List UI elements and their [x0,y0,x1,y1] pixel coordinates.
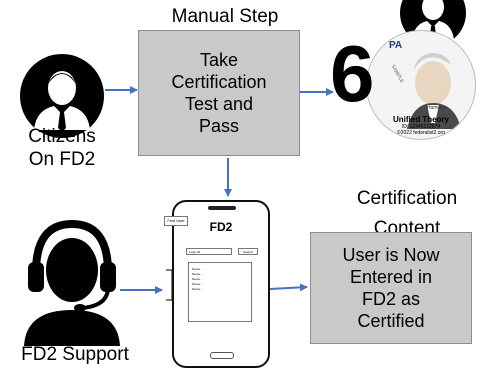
badge-brand: Unified Theory [392,115,449,124]
support-label: FD2 Support [21,344,129,365]
step-line-3: Test and [184,94,254,114]
certification-badge: PA SAMPLE Hamilton Unified Theory ID: 12… [366,30,476,140]
result-line-2: Entered in [349,267,433,287]
phone-search-label: Search [243,250,253,254]
support-headset-icon [24,219,120,346]
arrow-app-to-result [269,283,308,292]
citizens-label: Citizens [28,126,96,147]
find-user-tab[interactable]: Find User [164,216,188,226]
result-line-1: User is Now [342,245,440,265]
find-user-label: Find User [167,218,185,223]
step-line-2: Certification [171,72,267,92]
citizen-person-icon [20,54,104,138]
citizens-sublabel: On FD2 [28,148,96,170]
phone-notch [208,206,236,210]
phone-frame: FD2 Login ID Search Name ... Name ... Na… [172,200,270,368]
result-box: User is Now Entered in FD2 as Certified [310,232,472,344]
phone-login-row: Login ID Search [186,248,258,256]
result-line-4: Certified [357,311,425,331]
result-line-3: FD2 as [361,289,421,309]
portrait-image [407,53,461,129]
phone-login-label: Login ID [189,250,201,254]
manual-step-label: Manual Step [171,6,279,27]
phone-list-row[interactable]: Name ... [192,272,204,276]
phone-user-list: Name ... Name ... Name ... Name ... Name… [188,262,252,322]
badge-portrait-caption: Hamilton [427,105,447,111]
phone-list-row[interactable]: Name ... [192,282,204,286]
phone-title: FD2 [209,220,233,234]
step-box: Take Certification Test and Pass [138,30,300,156]
phone-list-row[interactable]: Name ... [192,287,204,291]
phone-search-button[interactable]: Search [238,248,258,255]
phone-home-button [210,352,234,359]
badge-id: ID: 12345122874 [401,124,441,130]
phone-list-row[interactable]: Name ... [192,267,204,271]
step-line-4: Pass [198,116,240,136]
badge-copyright: ©2022 federalist2.org [397,130,445,136]
phone-login-field[interactable]: Login ID [186,248,232,255]
phone-list-row[interactable]: Name ... [192,277,204,281]
certification-label: Certification [356,188,458,209]
step-line-1: Take [199,50,239,70]
badge-title: PA [389,40,403,51]
badge-number: 6 [330,29,375,118]
